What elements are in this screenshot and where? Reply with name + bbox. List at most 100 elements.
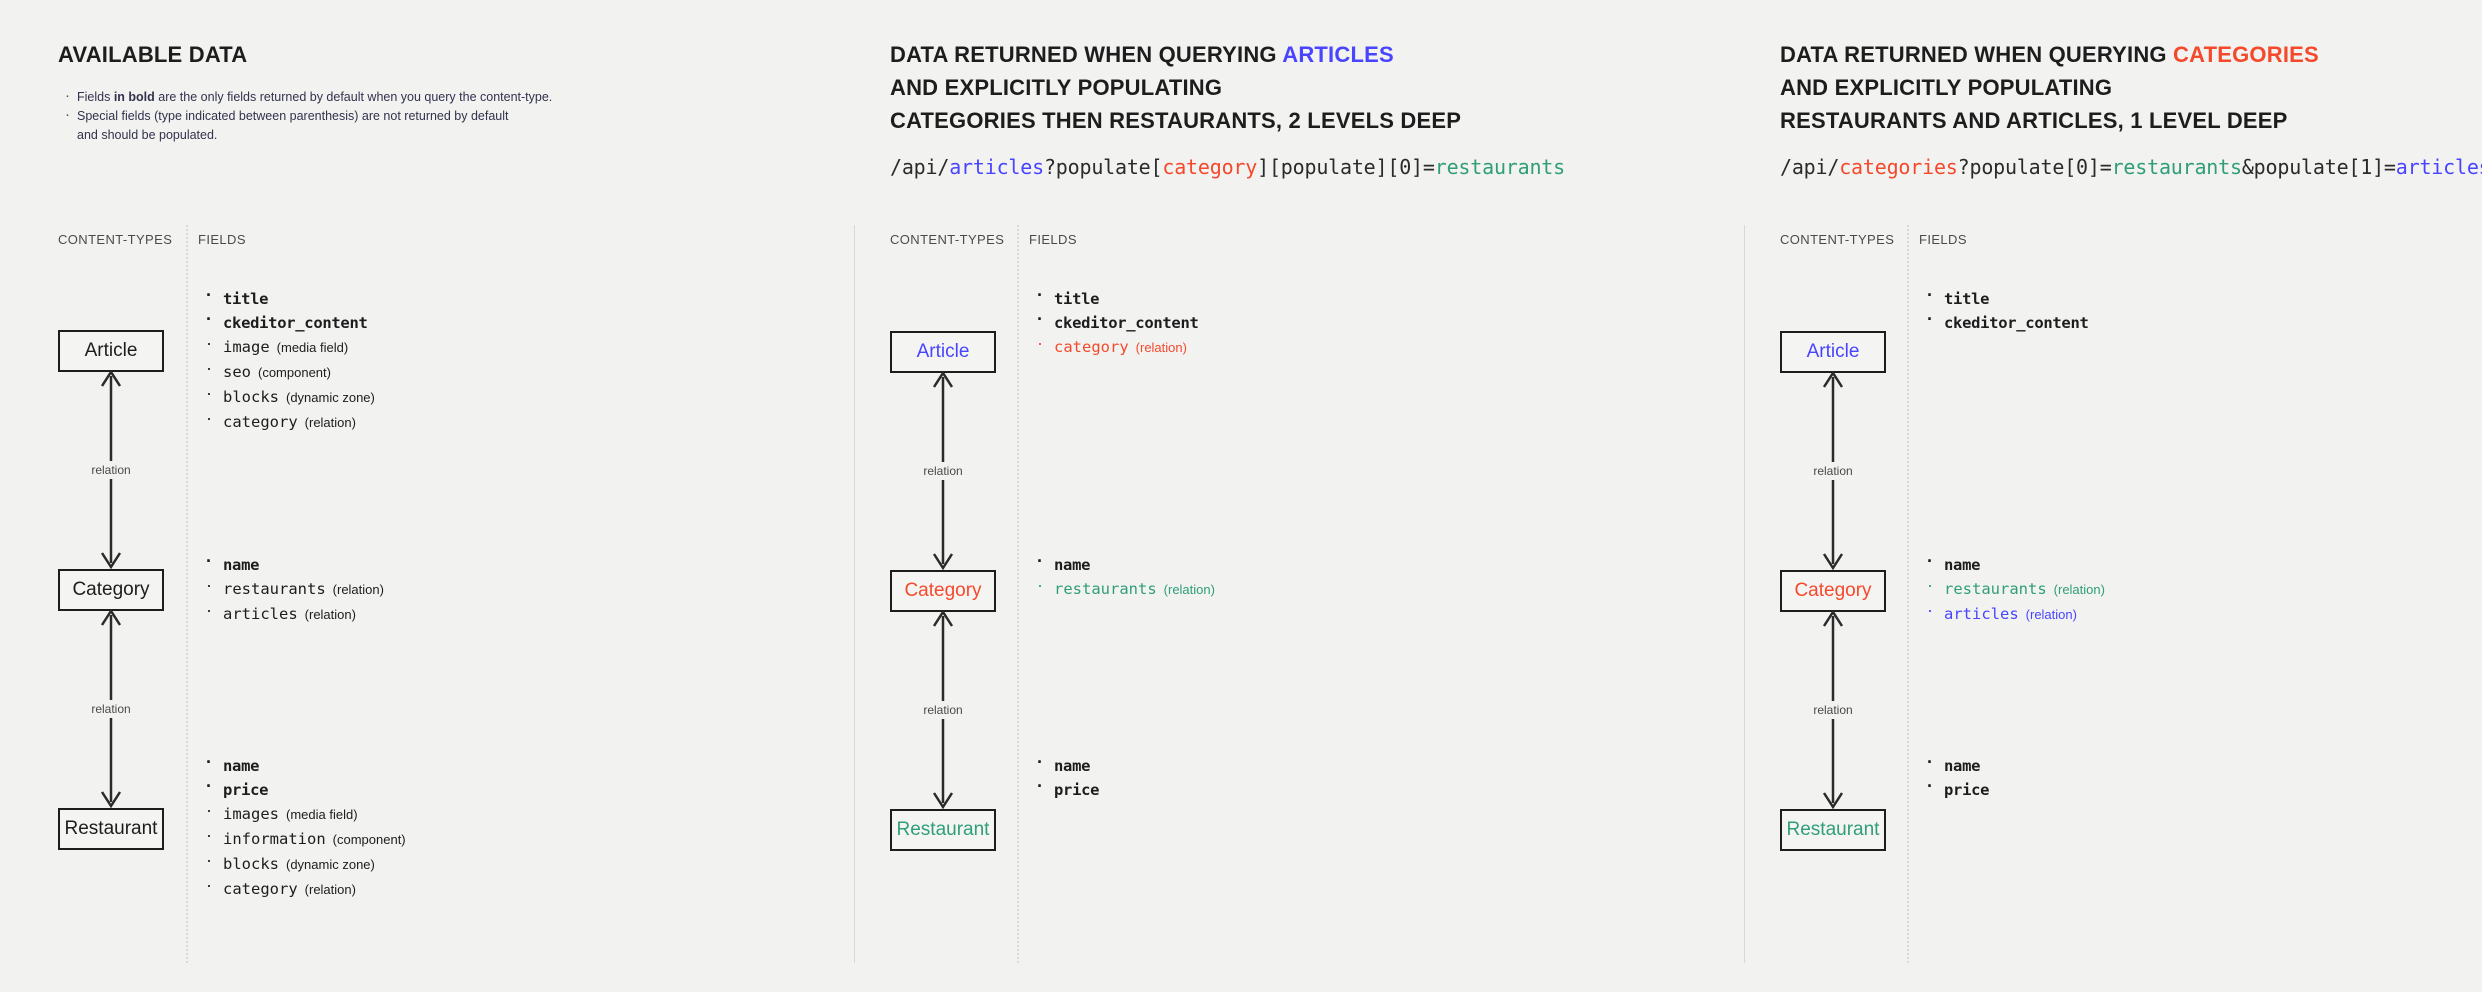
panel-1-right-rule (854, 225, 855, 963)
field-name: blocks (223, 388, 279, 406)
node-category[interactable]: Category (1780, 570, 1886, 612)
field-item: restaurants (relation) (1035, 576, 1215, 599)
fields-restaurant: name price (1925, 753, 1990, 805)
connector-label-relation-2: relation (918, 701, 968, 719)
panel-query-categories: DATA RETURNED WHEN QUERYING CATEGORIES A… (1745, 0, 2482, 992)
field-type: (relation) (2025, 607, 2077, 622)
field-name: restaurants (1944, 580, 2047, 598)
field-name: ckeditor_content (1054, 314, 1199, 332)
field-name: image (223, 338, 270, 356)
endpoint-token: articles (949, 155, 1044, 179)
field-type: (relation) (304, 415, 356, 430)
panel-2-right-rule (1744, 225, 1745, 963)
node-article-label: Article (916, 341, 970, 362)
field-type: (relation) (304, 882, 356, 897)
panel-2-heading-line1: DATA RETURNED WHEN QUERYING ARTICLES (890, 38, 1461, 71)
field-item: title (204, 286, 375, 308)
subhead-fields: FIELDS (1029, 232, 1077, 247)
connector-label-relation-1: relation (918, 462, 968, 480)
field-type: (component) (258, 365, 331, 380)
panel-3-heading-keyword: CATEGORIES (2173, 42, 2319, 67)
panel-available-data: AVAILABLE DATA Fields in bold are the on… (0, 0, 855, 992)
field-item: restaurants (relation) (204, 576, 384, 599)
node-restaurant[interactable]: Restaurant (58, 808, 164, 850)
connector-label-relation-1: relation (86, 461, 136, 479)
fields-category: name restaurants (relation) articles (relati… (1925, 552, 2105, 630)
field-item: name (1925, 753, 1989, 775)
field-name: category (1054, 338, 1129, 356)
endpoint-token: /api/ (1780, 155, 1840, 179)
note-bold-fragment: in bold (113, 90, 155, 104)
field-type: (relation) (2053, 582, 2105, 597)
panel-3-heading-line2: AND EXPLICITLY POPULATING (1780, 75, 2113, 100)
endpoint-token: category (1162, 155, 1258, 179)
subhead-content-types: CONTENT-TYPES (58, 232, 173, 247)
field-item: name (204, 552, 384, 574)
field-name: title (1054, 290, 1100, 308)
panel-3-heading-prefix: DATA RETURNED WHEN QUERYING (1780, 42, 2174, 67)
field-item: name (1035, 552, 1215, 574)
field-item: price (204, 777, 406, 799)
endpoint-token: &populate[1]= (2241, 155, 2396, 179)
connector-label-relation-2: relation (86, 700, 136, 718)
field-item: information(component) (204, 826, 406, 849)
panel-3-heading: DATA RETURNED WHEN QUERYING CATEGORIES A… (1780, 38, 2319, 137)
field-item: images(media field) (204, 801, 406, 824)
node-article[interactable]: Article (890, 331, 996, 373)
field-type: (media field) (276, 340, 349, 355)
field-item: title (1925, 286, 2089, 308)
field-item: blocks(dynamic zone) (204, 384, 375, 407)
field-item: category (relation) (204, 876, 406, 899)
field-item: name (1035, 753, 1099, 775)
panel-2-dotted-divider (1017, 225, 1019, 963)
field-name: name (1054, 556, 1091, 574)
panel-1-heading-line1: AVAILABLE DATA (58, 42, 248, 67)
endpoint-token: ][populate][0]= (1257, 155, 1435, 179)
field-type: (relation) (1163, 582, 1215, 597)
panel-1-notes: Fields in bold are the only fields retur… (62, 86, 682, 145)
node-article[interactable]: Article (58, 330, 164, 372)
field-name: articles (1944, 605, 2019, 623)
panel-query-articles: DATA RETURNED WHEN QUERYING ARTICLES AND… (855, 0, 1745, 992)
node-article-label: Article (84, 340, 138, 361)
node-restaurant[interactable]: Restaurant (1780, 809, 1886, 851)
field-item: title (1035, 286, 1199, 308)
field-type: (relation) (332, 582, 384, 597)
field-name: name (223, 757, 260, 775)
field-name: restaurants (1054, 580, 1157, 598)
node-category-label: Category (1794, 580, 1872, 601)
fields-category: name restaurants (relation) (1035, 552, 1215, 605)
note-text-1: Fields in bold are the only fields retur… (77, 90, 553, 104)
field-item: seo (component) (204, 359, 375, 382)
field-item: ckeditor_content (1925, 310, 2089, 332)
field-item: category(relation) (1035, 334, 1199, 357)
node-restaurant[interactable]: Restaurant (890, 809, 996, 851)
field-name: restaurants (223, 580, 326, 598)
field-name: category (223, 880, 298, 898)
node-restaurant-label: Restaurant (64, 818, 158, 839)
field-type: (component) (332, 832, 406, 847)
panel-2-heading-line3: CATEGORIES THEN RESTAURANTS, 2 LEVELS DE… (890, 108, 1462, 133)
panel-2-heading-line2: AND EXPLICITLY POPULATING (890, 75, 1223, 100)
field-name: seo (223, 363, 251, 381)
field-item: price (1925, 777, 1990, 799)
panel-3-dotted-divider (1907, 225, 1909, 963)
endpoint-token: restaurants (1434, 155, 1565, 179)
node-restaurant-label: Restaurant (1786, 819, 1880, 840)
field-name: name (1054, 757, 1091, 775)
node-article[interactable]: Article (1780, 331, 1886, 373)
field-item: ckeditor_content (1035, 310, 1199, 332)
field-name: title (223, 290, 269, 308)
endpoint-token: ?populate[0]= (1957, 155, 2112, 179)
field-item: name (204, 753, 406, 775)
node-category[interactable]: Category (58, 569, 164, 611)
node-article-label: Article (1806, 341, 1860, 362)
field-name: price (1944, 781, 1990, 799)
node-category[interactable]: Category (890, 570, 996, 612)
field-item: name (1925, 552, 2105, 574)
fields-category: namerestaurants(relation)articles(relati… (204, 552, 384, 630)
field-item: articles (relation) (1925, 601, 2105, 624)
node-category-label: Category (904, 580, 982, 601)
field-name: blocks (223, 855, 279, 873)
